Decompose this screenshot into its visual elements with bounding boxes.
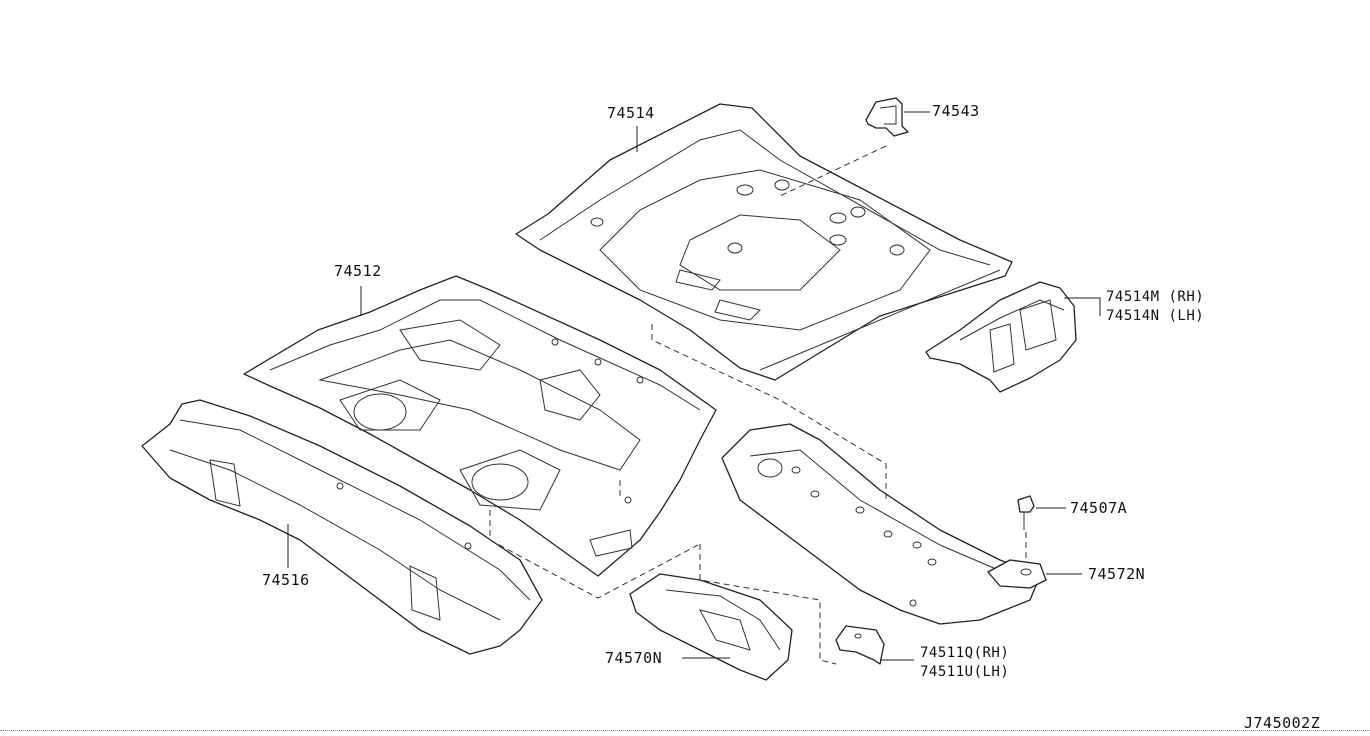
label-74570n: 74570N [605, 649, 663, 667]
bracket-74511q [835, 625, 885, 665]
rear-floor-panel [515, 103, 1013, 381]
label-74516: 74516 [262, 571, 310, 589]
bottom-dotted-border [0, 730, 1370, 731]
bracket-74572n [987, 559, 1047, 589]
diagram-code: J745002Z [1244, 714, 1321, 732]
member-74570n [629, 573, 793, 681]
label-74572n: 74572N [1088, 565, 1146, 583]
assembly-dashed-lines [489, 145, 887, 665]
leader-lines [287, 111, 1101, 661]
side-extension-74514m [925, 281, 1077, 393]
label-74514: 74514 [607, 104, 655, 122]
label-74511u-lh: 74511U(LH) [920, 664, 1010, 680]
side-member-74516 [141, 399, 543, 655]
label-74511q-rh: 74511Q(RH) [920, 645, 1010, 661]
label-74514m-rh: 74514M (RH) [1106, 289, 1205, 305]
label-74512: 74512 [334, 262, 382, 280]
label-74543: 74543 [932, 102, 980, 120]
front-floor-panel [243, 275, 717, 577]
rear-side-member [721, 423, 1041, 625]
label-74507a: 74507A [1070, 499, 1128, 517]
label-74514n-lh: 74514N (LH) [1106, 308, 1205, 324]
bracket-74543 [865, 97, 909, 137]
bolt-74507a [1017, 495, 1035, 560]
